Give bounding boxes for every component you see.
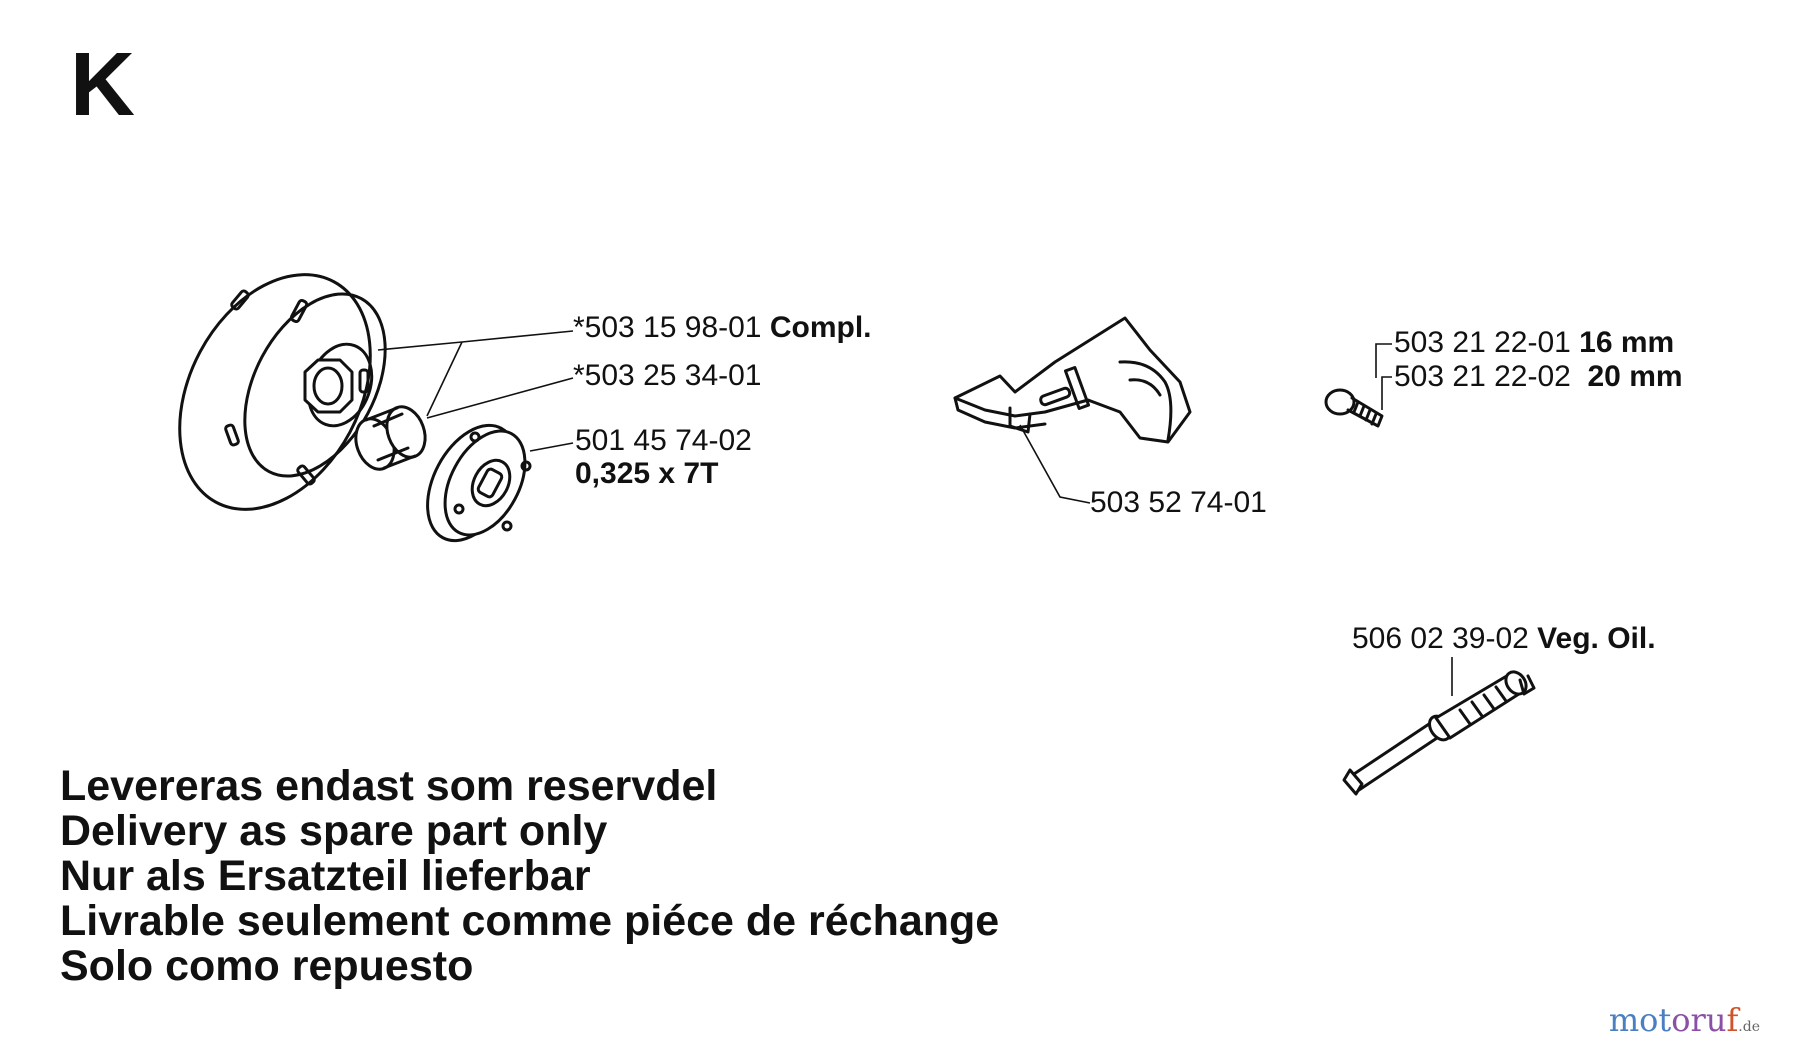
part-label-clutch-drum: *503 15 98-01 Compl. (573, 313, 872, 343)
part-note: Compl. (769, 311, 872, 344)
pump-worm-drawing (1342, 670, 1536, 796)
needle-bearing-drawing (354, 405, 427, 471)
part-label-screw-20mm: 503 21 22-02 20 mm (1394, 362, 1683, 392)
part-number: *503 25 34-01 (573, 359, 762, 392)
note-swedish: Levereras endast som reservdel (60, 762, 718, 810)
screw-drawing (1324, 388, 1384, 428)
part-number: 503 52 74-01 (1090, 486, 1267, 519)
part-note: 0,325 x 7T (575, 457, 719, 490)
part-number: *503 15 98-01 (573, 311, 762, 344)
part-label-screw-16mm: 503 21 22-01 16 mm (1394, 328, 1674, 358)
part-note: 20 mm (1587, 360, 1683, 393)
part-number: 503 21 22-01 (1394, 326, 1571, 359)
note-spanish: Solo como repuesto (60, 942, 474, 990)
part-label-rim-sprocket-size: 0,325 x 7T (575, 459, 718, 489)
oil-pump-cover-drawing (953, 316, 1192, 444)
leader-lines (377, 330, 1453, 696)
part-number: 501 45 74-02 (575, 424, 752, 457)
clutch-drum-drawing (178, 273, 387, 511)
note-english: Delivery as spare part only (60, 807, 608, 855)
part-number: 506 02 39-02 (1352, 622, 1529, 655)
part-label-oil-pump-cover: 503 52 74-01 (1090, 488, 1267, 518)
part-number: 503 21 22-02 (1394, 360, 1571, 393)
note-german: Nur als Ersatzteil lieferbar (60, 852, 591, 900)
part-label-needle-bearing: *503 25 34-01 (573, 361, 762, 391)
part-label-pump-worm: 506 02 39-02 Veg. Oil. (1352, 624, 1656, 654)
note-french: Livrable seulement comme piéce de réchan… (60, 897, 1000, 945)
part-label-rim-sprocket: 501 45 74-02 (575, 426, 752, 456)
rim-sprocket-drawing (426, 423, 532, 543)
watermark-logo: motoruf.de (1608, 1001, 1760, 1039)
part-note: Veg. Oil. (1537, 622, 1656, 655)
availability-notes: Levereras endast som reservdel Delivery … (60, 764, 999, 989)
section-letter: K (70, 35, 135, 135)
part-note: 16 mm (1579, 326, 1675, 359)
